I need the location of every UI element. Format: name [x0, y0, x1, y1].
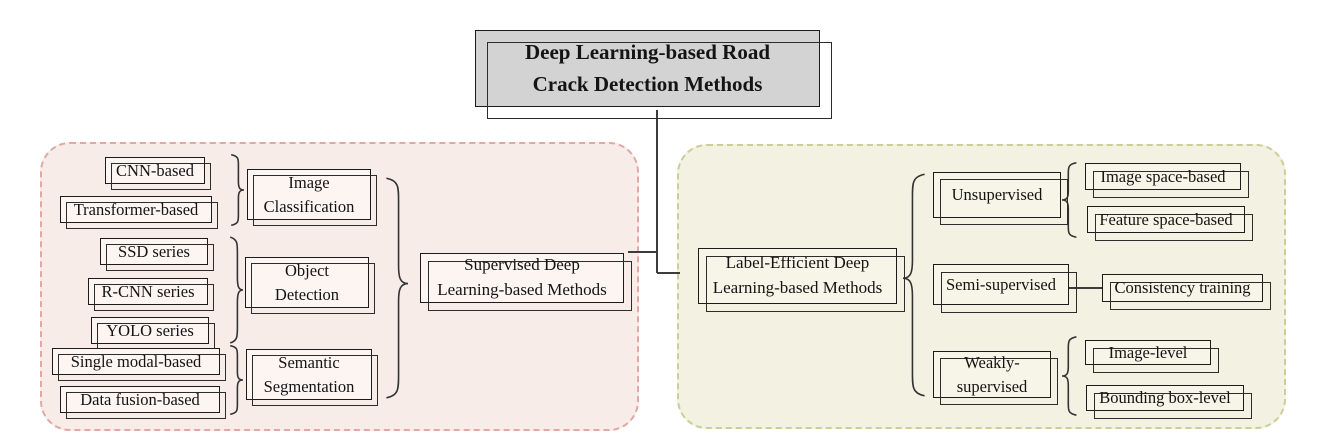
curly-brace-left: [1062, 162, 1080, 238]
node-image-level: Image-level: [1085, 340, 1219, 373]
node-semantic-segmentation: Semantic Segmentation: [246, 349, 378, 406]
connector-semi-to-consistency: [1069, 287, 1102, 289]
curly-brace-left: [1062, 336, 1080, 416]
connector-root-stem: [656, 110, 658, 273]
node-feature-space-based: Feature space-based: [1087, 206, 1253, 241]
node-image-space-based: Image space-based: [1085, 163, 1249, 198]
curly-brace-left-large: [903, 172, 930, 398]
connector-to-supervised: [628, 251, 657, 253]
node-consistency-training: Consistency training: [1102, 274, 1271, 310]
curly-brace-right: [227, 236, 243, 344]
node-bounding-box-level: Bounding box-level: [1086, 385, 1252, 419]
root-node: Deep Learning-based Road Crack Detection…: [475, 30, 832, 119]
curly-brace-right: [228, 154, 244, 226]
node-cnn-based: CNN-based: [105, 157, 211, 190]
node-ssd-series: SSD series: [100, 238, 214, 271]
node-single-modal-based: Single modal-based: [52, 348, 226, 381]
curly-brace-right-large: [381, 176, 408, 400]
curly-brace-right: [227, 345, 243, 415]
node-object-detection: Object Detection: [245, 257, 375, 314]
node-semi-supervised: Semi-supervised: [933, 264, 1077, 313]
node-image-classification: Image Classification: [247, 169, 377, 226]
node-transformer-based: Transformer-based: [60, 196, 218, 229]
node-weakly-supervised: Weakly- supervised: [933, 351, 1058, 405]
connector-to-label-efficient: [657, 272, 680, 274]
node-yolo-series: YOLO series: [91, 317, 215, 350]
node-data-fusion-based: Data fusion-based: [60, 386, 226, 419]
node-label-efficient-methods: Label-Efficient Deep Learning-based Meth…: [698, 248, 905, 312]
node-rcnn-series: R-CNN series: [88, 278, 214, 311]
node-supervised-methods: Supervised Deep Learning-based Methods: [420, 253, 632, 311]
node-unsupervised: Unsupervised: [933, 172, 1068, 225]
